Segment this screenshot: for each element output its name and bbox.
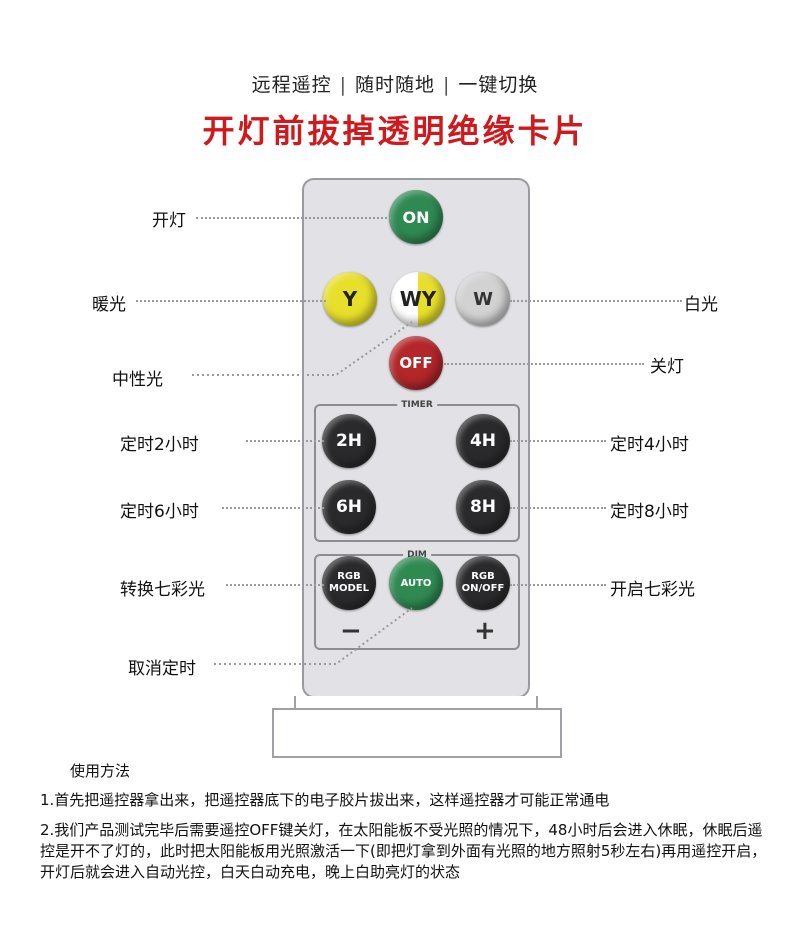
leader-timer2: [246, 440, 324, 442]
tagline: 远程遥控 | 随时随地 | 一键切换: [0, 70, 790, 97]
remote-stand: [272, 708, 562, 758]
off-button[interactable]: OFF: [389, 336, 443, 390]
leader-white: [510, 300, 682, 302]
label-on: 开灯: [152, 211, 186, 231]
on-button-label: ON: [402, 207, 430, 227]
label-rgb-switch: 转换七彩光: [120, 580, 205, 600]
rgb-onoff-line2: ON/OFF: [461, 583, 505, 594]
usage-step-1: 1.首先把遥控器拿出来，把遥控器底下的电子胶片拔出来，这样遥控器才可能正常通电: [40, 791, 610, 809]
timer-2h-label: 2H: [335, 431, 363, 451]
neutral-light-button[interactable]: WY: [391, 272, 445, 326]
timer-8h-button[interactable]: 8H: [456, 480, 510, 534]
usage-step-2: 2.我们产品测试完毕后需要遥控OFF键关灯，在太阳能板不受光照的情况下，48小时…: [40, 821, 767, 881]
on-button[interactable]: ON: [389, 190, 443, 244]
timer-6h-button[interactable]: 6H: [322, 480, 376, 534]
remote-base-cap: [294, 696, 538, 710]
timer-group: TIMER: [314, 399, 520, 542]
label-neutral: 中性光: [112, 370, 163, 390]
tagline-part-2: 随时随地: [354, 74, 435, 96]
rgb-model-line2: MODEL: [329, 583, 369, 594]
leader-timer8: [510, 507, 606, 509]
dim-plus-button[interactable]: +: [474, 616, 496, 646]
rgb-model-line1: RGB: [337, 571, 361, 582]
timer-6h-label: 6H: [335, 497, 363, 517]
timer-8h-label: 8H: [469, 497, 497, 517]
label-white: 白光: [684, 295, 718, 315]
label-rgb-on: 开启七彩光: [610, 580, 695, 600]
auto-button-label: AUTO: [400, 577, 432, 589]
leader-timer6: [222, 507, 324, 509]
tagline-part-3: 一键切换: [458, 74, 539, 96]
label-timer8: 定时8小时: [610, 502, 689, 522]
timer-4h-label: 4H: [469, 431, 497, 451]
label-timer2: 定时2小时: [120, 435, 199, 455]
off-button-label: OFF: [399, 354, 433, 372]
leader-rgb-on: [510, 584, 606, 586]
leader-off: [444, 363, 644, 365]
headline: 开灯前拔掉透明绝缘卡片: [202, 112, 588, 150]
label-timer4: 定时4小时: [610, 435, 689, 455]
tagline-separator: |: [443, 74, 451, 96]
white-light-button-label: W: [473, 288, 493, 310]
label-cancel-timer: 取消定时: [128, 659, 196, 679]
tagline-separator: |: [339, 74, 347, 96]
usage-title: 使用方法: [70, 762, 131, 780]
neutral-light-button-label: WY: [399, 287, 437, 311]
timer-2h-button[interactable]: 2H: [322, 414, 376, 468]
leader-rgb-switch: [226, 584, 324, 586]
leader-on: [196, 217, 391, 219]
label-timer6: 定时6小时: [120, 502, 199, 522]
leader-warm: [136, 300, 326, 302]
white-light-button[interactable]: W: [456, 272, 510, 326]
warm-light-button-label: Y: [342, 287, 358, 311]
leader-timer4: [510, 440, 606, 442]
timer-4h-button[interactable]: 4H: [456, 414, 510, 468]
timer-group-label: TIMER: [397, 399, 437, 411]
dim-minus-button[interactable]: −: [340, 616, 362, 646]
auto-button[interactable]: AUTO: [389, 556, 443, 610]
label-off: 关灯: [650, 357, 684, 377]
rgb-onoff-line1: RGB: [471, 571, 495, 582]
tagline-part-1: 远程遥控: [251, 74, 332, 96]
label-warm: 暖光: [92, 295, 126, 315]
warm-light-button[interactable]: Y: [323, 272, 377, 326]
